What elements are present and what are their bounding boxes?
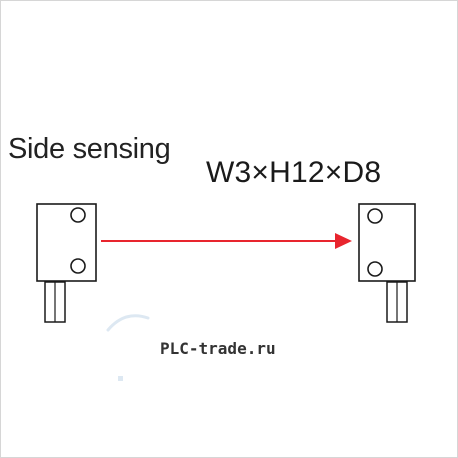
beam-arrow-icon: [101, 233, 352, 249]
receiver-sensor-icon: [358, 203, 416, 323]
watermark-text: PLC-trade.ru: [160, 339, 276, 358]
watermark-dot-icon: [118, 376, 123, 381]
watermark-arc-icon: [106, 314, 150, 332]
side-sensing-label: Side sensing: [8, 133, 171, 165]
emitter-sensor-icon: [36, 203, 97, 323]
dimensions-label: W3×H12×D8: [206, 156, 382, 189]
